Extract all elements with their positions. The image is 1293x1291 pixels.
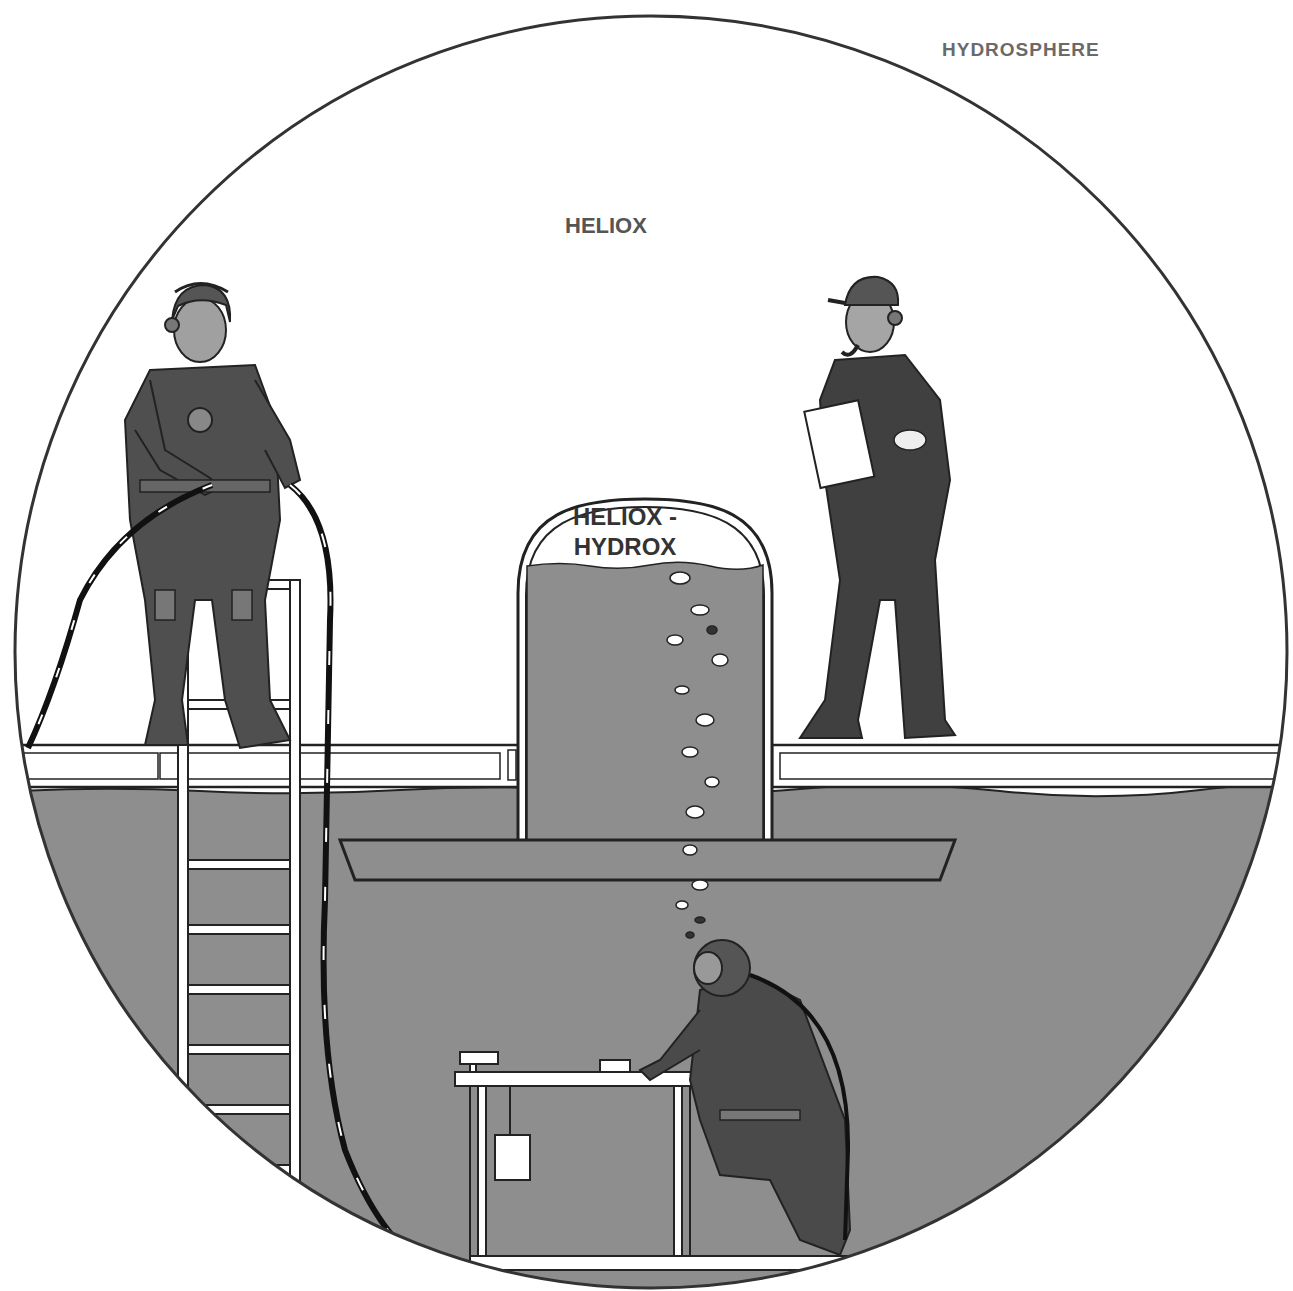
diving-bell: HELIOX - HYDROX <box>340 498 955 882</box>
working-diver <box>640 940 850 1255</box>
chamber-wall <box>15 16 1287 1288</box>
bell-gas-label: HELIOX - HYDROX <box>540 502 710 562</box>
hydrosphere-chamber: HELIOX - HYDROX HYDROSPHERE HELIOX <box>14 15 1288 1289</box>
gas-label: HELIOX <box>565 211 685 241</box>
bell-flange <box>340 840 955 880</box>
bubbles <box>667 572 728 938</box>
bell-water <box>527 562 763 843</box>
water <box>0 784 1293 1291</box>
standing-observer <box>800 277 955 738</box>
chamber-title: HYDROSPHERE <box>942 35 1162 65</box>
bell-outer-wall <box>518 499 772 843</box>
